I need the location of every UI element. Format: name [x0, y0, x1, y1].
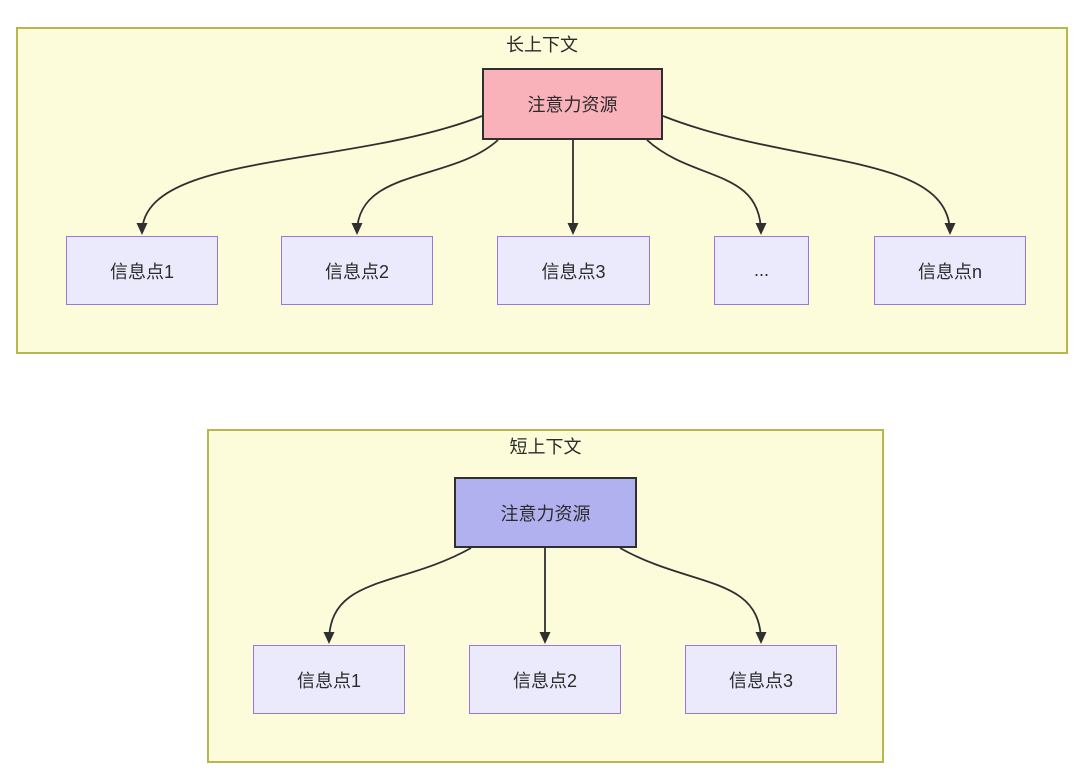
short-context-title: 短上下文 [509, 437, 582, 457]
info-node-long-n: 信息点n [874, 236, 1026, 305]
info-node-short-2: 信息点2 [469, 645, 621, 714]
info-node-short-3: 信息点3 [685, 645, 837, 714]
info-node-long-1: 信息点1 [66, 236, 218, 305]
info-node-long-2: 信息点2 [281, 236, 433, 305]
attention-resource-node-long: 注意力资源 [482, 68, 663, 140]
info-node-short-1: 信息点1 [253, 645, 405, 714]
attention-resource-node-short: 注意力资源 [454, 477, 637, 548]
info-node-long-dots: ... [714, 236, 809, 305]
long-context-title: 长上下文 [506, 35, 578, 55]
info-node-long-3: 信息点3 [497, 236, 650, 305]
